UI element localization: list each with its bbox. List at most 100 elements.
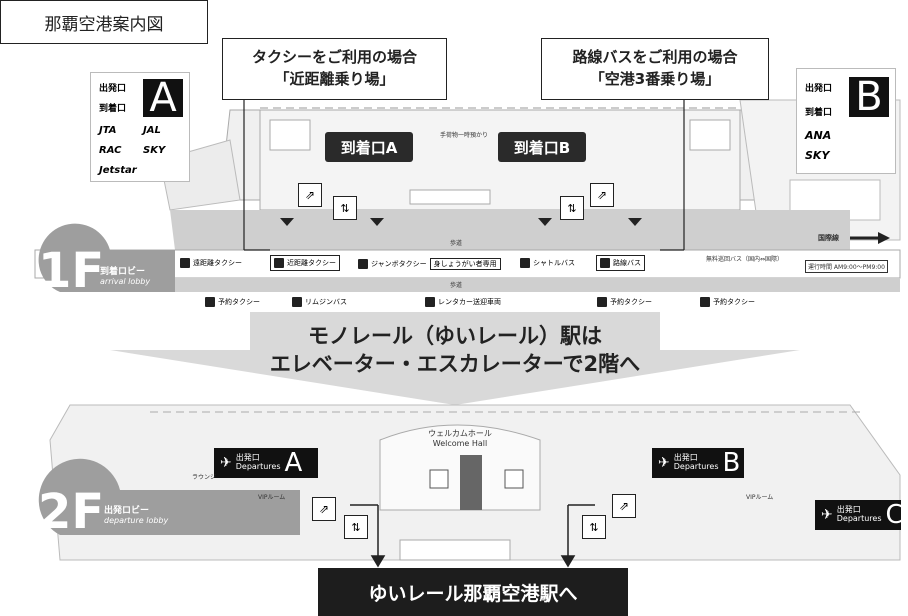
- departure-gate-b-en: Departures: [673, 462, 719, 471]
- map-title-text: 那覇空港案内図: [44, 14, 164, 35]
- departure-gate-b-letter: B: [722, 448, 741, 478]
- arrival-gate-a: 到着口A: [325, 132, 413, 162]
- bus-callout-line1: 路線バスをご利用の場合: [572, 48, 738, 67]
- bus-icon: [292, 297, 302, 307]
- vip-room-a: VIPルーム: [258, 494, 286, 501]
- floor-1f-badge: [38, 223, 175, 292]
- airline-sky-a: SKY: [143, 145, 166, 156]
- departure-gate-a-en: Departures: [235, 462, 281, 471]
- airline-rac: RAC: [99, 145, 122, 156]
- station-banner-text: ゆいレール那覇空港駅へ: [368, 582, 578, 605]
- escalator-icon: ⇗: [590, 183, 614, 207]
- transfer-instructions: モノレール（ゆいレール）駅は エレベーター・エスカレーターで2階へ: [200, 322, 710, 379]
- stop-long-taxi-label: 遠距離タクシー: [193, 259, 242, 267]
- panel-a-letter: A: [143, 75, 183, 121]
- welcome-hall-en: Welcome Hall: [432, 439, 488, 448]
- sidewalk-label-lower: 歩道: [450, 282, 463, 289]
- departure-gate-a: ✈ 出発口 Departures A: [214, 448, 318, 478]
- stop-short-taxi: 近距離タクシー: [270, 255, 340, 271]
- panel-b-exit-label: 出発口: [805, 84, 833, 94]
- stop-shuttle-bus: シャトルバス: [520, 258, 575, 268]
- taxi-icon: [205, 297, 215, 307]
- entrance-markers: [280, 218, 642, 226]
- escalator-icon: ⇗: [298, 183, 322, 207]
- stop-route-bus-label: 路線バス: [613, 259, 641, 267]
- stop-limousine-bus-label: リムジンバス: [305, 298, 347, 306]
- taxi-callout-line1: タクシーをご利用の場合: [251, 48, 417, 67]
- departure-gate-c-en: Departures: [836, 514, 882, 523]
- stop-jumbo-taxi: ジャンボタクシー 身しょうがい者専用: [358, 258, 501, 270]
- transfer-line2: エレベーター・エスカレーターで2階へ: [269, 352, 641, 377]
- welcome-hall: ウェルカムホール Welcome Hall: [420, 428, 500, 448]
- taxi-icon: [597, 297, 607, 307]
- stop-rental-car: レンタカー送迎車両: [425, 297, 501, 307]
- taxi-icon: [180, 258, 190, 268]
- airline-panel-a: 出発口 到着口 A JTA JAL RAC SKY Jetstar: [90, 72, 190, 182]
- stop-shuttle-bus-label: シャトルバス: [533, 259, 575, 267]
- stop-reserved-taxi-2: 予約タクシー: [597, 297, 652, 307]
- sidewalk-label-upper: 歩道: [450, 240, 463, 247]
- airline-sky-b: SKY: [805, 149, 830, 162]
- baggage-storage-label: 手荷物一時預かり: [440, 132, 489, 139]
- panel-a-exit-label: 出発口: [99, 84, 127, 94]
- departure-gate-b: ✈ 出発口 Departures B: [652, 448, 744, 478]
- bus-callout-line2: 「空港3番乗り場」: [589, 70, 721, 88]
- stop-short-taxi-label: 近距離タクシー: [287, 259, 336, 267]
- route-arrows-2f: [350, 504, 595, 568]
- airline-jal: JAL: [143, 125, 161, 136]
- stop-limousine-bus: リムジンバス: [292, 297, 347, 307]
- stop-jumbo-taxi-label: ジャンボタクシー: [371, 260, 427, 268]
- stop-reserved-taxi-1: 予約タクシー: [205, 297, 260, 307]
- airline-jta: JTA: [99, 125, 117, 136]
- transfer-arrow-shape: [110, 312, 800, 405]
- floor-1f-number: 1F: [38, 243, 105, 299]
- international-label: 国際線: [818, 234, 839, 242]
- departure-gate-b-text: 出発口 Departures: [673, 453, 719, 472]
- lounge-label: ラウンジ: [192, 474, 217, 481]
- bus-icon: [520, 258, 530, 268]
- departure-gate-c-text: 出発口 Departures: [836, 505, 882, 524]
- stop-reserved-taxi-1-label: 予約タクシー: [218, 298, 260, 306]
- stop-rental-car-label: レンタカー送迎車両: [438, 298, 501, 306]
- airline-ana: ANA: [805, 129, 832, 142]
- plane-icon: ✈: [220, 455, 232, 471]
- bus-icon: [600, 258, 610, 268]
- elevator-icon: ⇅: [582, 515, 606, 539]
- escalator-icon: ⇗: [612, 494, 636, 518]
- station-banner: ゆいレール那覇空港駅へ: [318, 568, 628, 616]
- floor-2f-number: 2F: [38, 484, 105, 540]
- departure-gate-a-letter: A: [284, 448, 303, 478]
- callout-pointers: [243, 100, 685, 251]
- sidewalk-upper: [170, 210, 850, 250]
- intl-arrow: [850, 232, 890, 244]
- taxi-callout: タクシーをご利用の場合 「近距離乗り場」: [222, 38, 447, 100]
- taxi-icon: [358, 259, 368, 269]
- car-icon: [425, 297, 435, 307]
- airline-jetstar: Jetstar: [99, 165, 137, 176]
- panel-b-gate-label: 到着口: [805, 108, 833, 118]
- disabled-note: 身しょうがい者専用: [429, 258, 501, 270]
- plane-icon: ✈: [821, 507, 833, 523]
- arrival-gate-b: 到着口B: [498, 132, 586, 162]
- panel-b-letter: B: [849, 74, 889, 120]
- departure-gate-a-text: 出発口 Departures: [235, 453, 281, 472]
- transfer-line1: モノレール（ゆいレール）駅は: [308, 324, 602, 348]
- bus-callout: 路線バスをご利用の場合 「空港3番乗り場」: [541, 38, 769, 100]
- departure-gate-a-jp: 出発口: [235, 453, 260, 463]
- sidewalk-lower: [60, 278, 900, 292]
- airline-panel-b: 出発口 到着口 B ANA SKY: [796, 68, 896, 174]
- escalator-icon: ⇗: [312, 497, 336, 521]
- stop-route-bus: 路線バス: [596, 255, 645, 271]
- map-title: 那覇空港案内図: [0, 0, 208, 44]
- stop-reserved-taxi-2-label: 予約タクシー: [610, 298, 652, 306]
- taxi-callout-line2: 「近距離乗り場」: [274, 70, 395, 88]
- floor-1f-jp: 到着ロビー: [100, 267, 146, 277]
- stop-reserved-taxi-3: 予約タクシー: [700, 297, 755, 307]
- plane-icon: ✈: [658, 455, 670, 471]
- vip-room-b: VIPルーム: [746, 494, 774, 501]
- floor-2f-en: departure lobby: [104, 516, 169, 525]
- hours-label: 運行時間 AM9:00〜PM9:00: [805, 260, 888, 273]
- panel-a-gate-label: 到着口: [99, 104, 127, 114]
- stop-reserved-taxi-3-label: 予約タクシー: [713, 298, 755, 306]
- departure-gate-c-jp: 出発口: [836, 505, 861, 515]
